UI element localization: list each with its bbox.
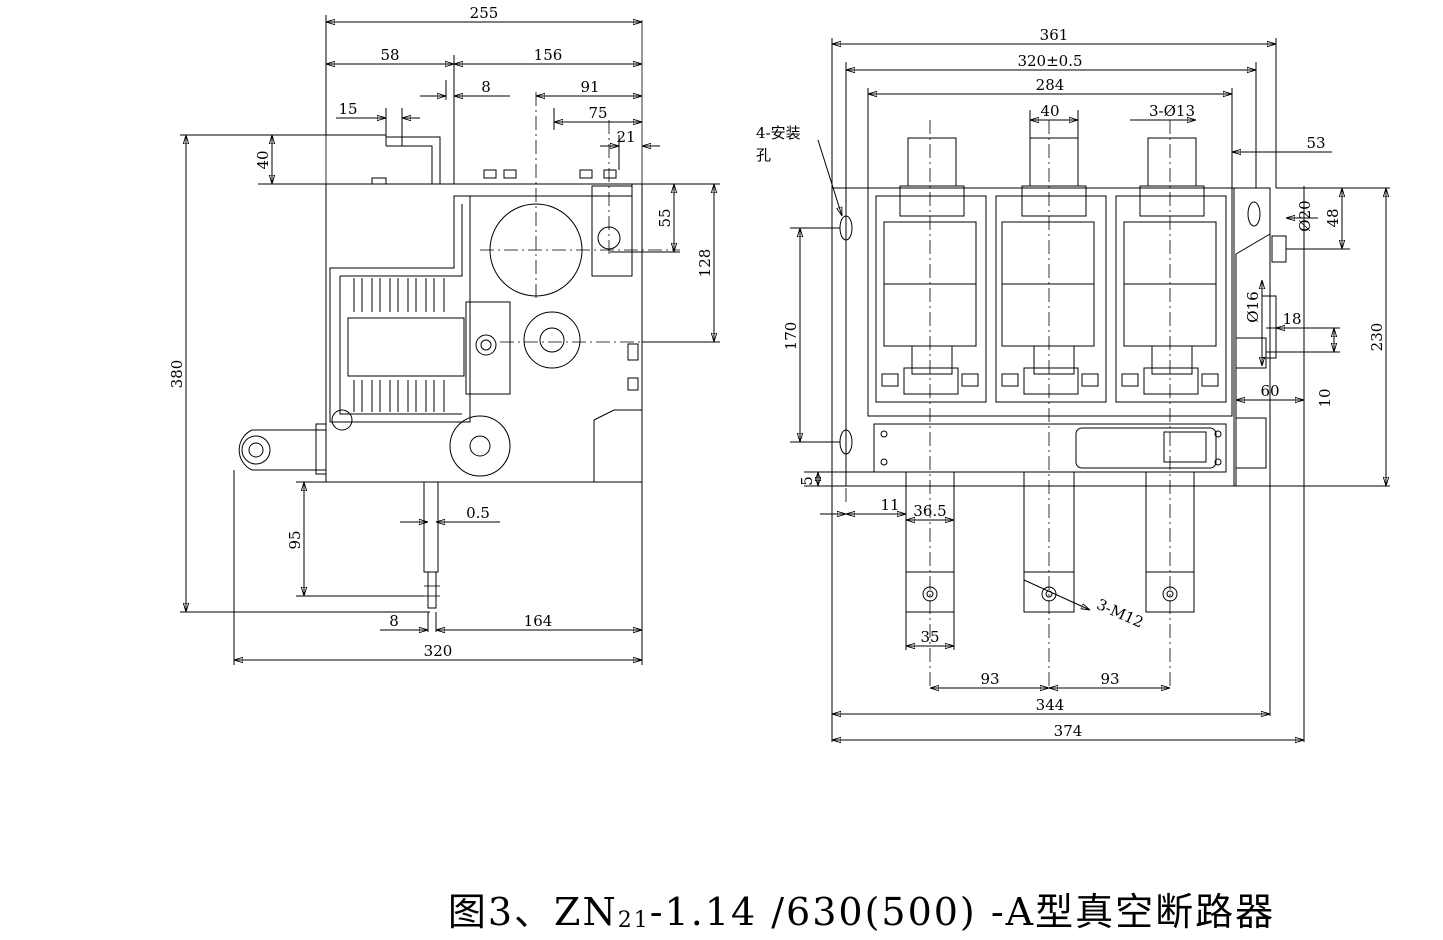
engineering-drawing: 255 58 156 8 91 15 75 21 40 55 128 380 9… bbox=[168, 4, 1390, 860]
dim-40: 40 bbox=[254, 150, 272, 169]
side-view: 255 58 156 8 91 15 75 21 40 55 128 380 9… bbox=[168, 4, 720, 665]
dim-3-m12: 3-M12 bbox=[1094, 595, 1146, 631]
dim-phi20: Ø20 bbox=[1296, 200, 1314, 231]
side-lever bbox=[238, 429, 326, 471]
push-rod bbox=[423, 481, 439, 573]
dim-320-side: 320 bbox=[424, 642, 453, 660]
front-plate bbox=[845, 187, 1235, 487]
pole-right bbox=[1115, 137, 1227, 403]
dim-21: 21 bbox=[616, 128, 635, 146]
dim-93-left: 93 bbox=[980, 670, 999, 688]
dim-3-phi13: 3-Ø13 bbox=[1149, 102, 1195, 120]
dim-255: 255 bbox=[470, 4, 499, 22]
dim-8-top: 8 bbox=[481, 78, 491, 96]
dim-93-right: 93 bbox=[1100, 670, 1119, 688]
dim-60: 60 bbox=[1260, 382, 1279, 400]
dim-361: 361 bbox=[1040, 26, 1069, 44]
dim-156: 156 bbox=[534, 46, 563, 64]
dim-8-bottom: 8 bbox=[389, 612, 399, 630]
dim-284: 284 bbox=[1036, 76, 1065, 94]
dim-95: 95 bbox=[286, 530, 304, 549]
top-bracket bbox=[385, 136, 441, 184]
dim-phi16: Ø16 bbox=[1244, 291, 1262, 322]
dim-170: 170 bbox=[782, 322, 800, 351]
dim-11: 11 bbox=[880, 496, 899, 514]
caption-suffix: -1.14 /630(500) -A型真空断路器 bbox=[649, 889, 1276, 934]
coil-frame bbox=[329, 195, 471, 423]
figure-caption: 图3、ZN21-1.14 /630(500) -A型真空断路器 bbox=[0, 880, 1443, 936]
dim-58: 58 bbox=[380, 46, 399, 64]
caption-prefix: 图3、ZN bbox=[447, 889, 618, 934]
dim-5: 5 bbox=[798, 476, 816, 486]
dim-18: 18 bbox=[1282, 310, 1301, 328]
caption-subscript: 21 bbox=[617, 907, 650, 933]
dim-344: 344 bbox=[1036, 696, 1065, 714]
dim-55: 55 bbox=[656, 208, 674, 227]
dim-36-5: 36.5 bbox=[913, 502, 946, 520]
latch-plate bbox=[465, 301, 511, 395]
dim-164: 164 bbox=[524, 612, 553, 630]
mount-hole-label-1: 4-安装 bbox=[756, 124, 801, 142]
side-body-outline bbox=[325, 183, 643, 483]
coil-core bbox=[347, 317, 465, 377]
bottom-bar bbox=[873, 423, 1227, 473]
lower-wheel bbox=[449, 415, 511, 477]
mount-hole-label-2: 孔 bbox=[756, 146, 771, 164]
dim-53: 53 bbox=[1306, 134, 1325, 152]
dim-91: 91 bbox=[580, 78, 599, 96]
dim-48: 48 bbox=[1324, 208, 1342, 227]
dim-374: 374 bbox=[1054, 722, 1083, 740]
front-view: 361 320±0.5 284 40 3-Ø13 53 Ø20 48 230 1… bbox=[756, 26, 1390, 742]
pole-left bbox=[875, 137, 987, 403]
dim-15: 15 bbox=[338, 100, 357, 118]
dim-128: 128 bbox=[696, 249, 714, 278]
dim-75: 75 bbox=[588, 104, 607, 122]
dim-380: 380 bbox=[168, 360, 186, 389]
dim-40-front: 40 bbox=[1040, 102, 1059, 120]
coil-hatching bbox=[353, 278, 445, 412]
dim-230: 230 bbox=[1368, 323, 1386, 352]
main-shaft bbox=[523, 311, 581, 369]
dim-10: 10 bbox=[1316, 388, 1334, 407]
dim-320-tol: 320±0.5 bbox=[1017, 52, 1082, 70]
dim-35: 35 bbox=[920, 628, 939, 646]
pole-middle bbox=[995, 137, 1107, 403]
dim-0-5: 0.5 bbox=[466, 504, 490, 522]
